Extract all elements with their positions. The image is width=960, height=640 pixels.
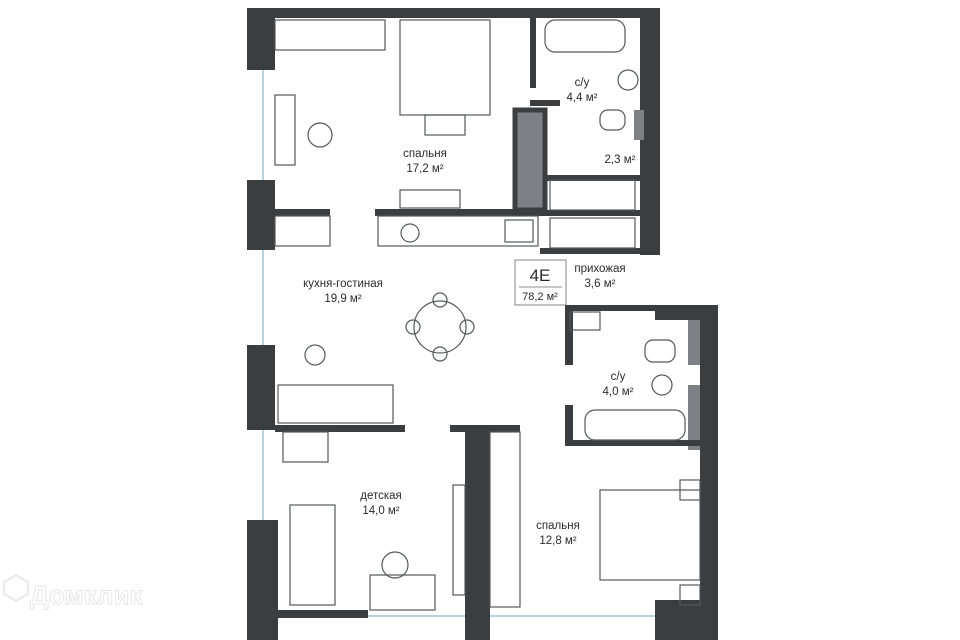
room-name: с/у: [611, 371, 626, 383]
apartment-total-area: 78,2 м²: [522, 291, 558, 303]
domclick-logo-icon: [3, 574, 29, 602]
room-area: 3,6 м²: [585, 278, 616, 290]
room-area: 4,0 м²: [603, 386, 634, 398]
room-area: 12,8 м²: [539, 535, 576, 547]
room-area: 4,4 м²: [567, 92, 598, 104]
room-name: детская: [360, 490, 402, 502]
room-area: 2,3 м²: [605, 154, 636, 166]
domclick-watermark: Домклик: [3, 574, 144, 611]
room-labels: спальня 17,2 м² с/у 4,4 м² 2,3 м² кухня-…: [303, 77, 636, 547]
dining-table-icon: [413, 300, 467, 354]
room-name: кухня-гостиная: [303, 278, 383, 290]
room-name: прихожая: [574, 263, 625, 275]
room-area: 19,9 м²: [324, 293, 361, 305]
bathtub-icon: [544, 19, 626, 53]
room-name: спальня: [403, 148, 447, 160]
apartment-badge: 4E 78,2 м²: [514, 259, 567, 306]
sofa-icon: [277, 384, 394, 424]
bathtub-icon-2: [584, 409, 686, 441]
room-name: с/у: [575, 77, 590, 89]
bed-icon-2: [599, 489, 701, 581]
apartment-code: 4E: [530, 266, 551, 285]
room-name: спальня: [536, 520, 580, 532]
watermark-text: Домклик: [30, 580, 143, 610]
room-area: 14,0 м²: [362, 505, 399, 517]
room-area: 17,2 м²: [406, 163, 443, 175]
furniture: [274, 19, 701, 611]
walls: [247, 8, 718, 640]
kitchen-counter: [377, 215, 539, 247]
bed-icon: [399, 19, 491, 116]
